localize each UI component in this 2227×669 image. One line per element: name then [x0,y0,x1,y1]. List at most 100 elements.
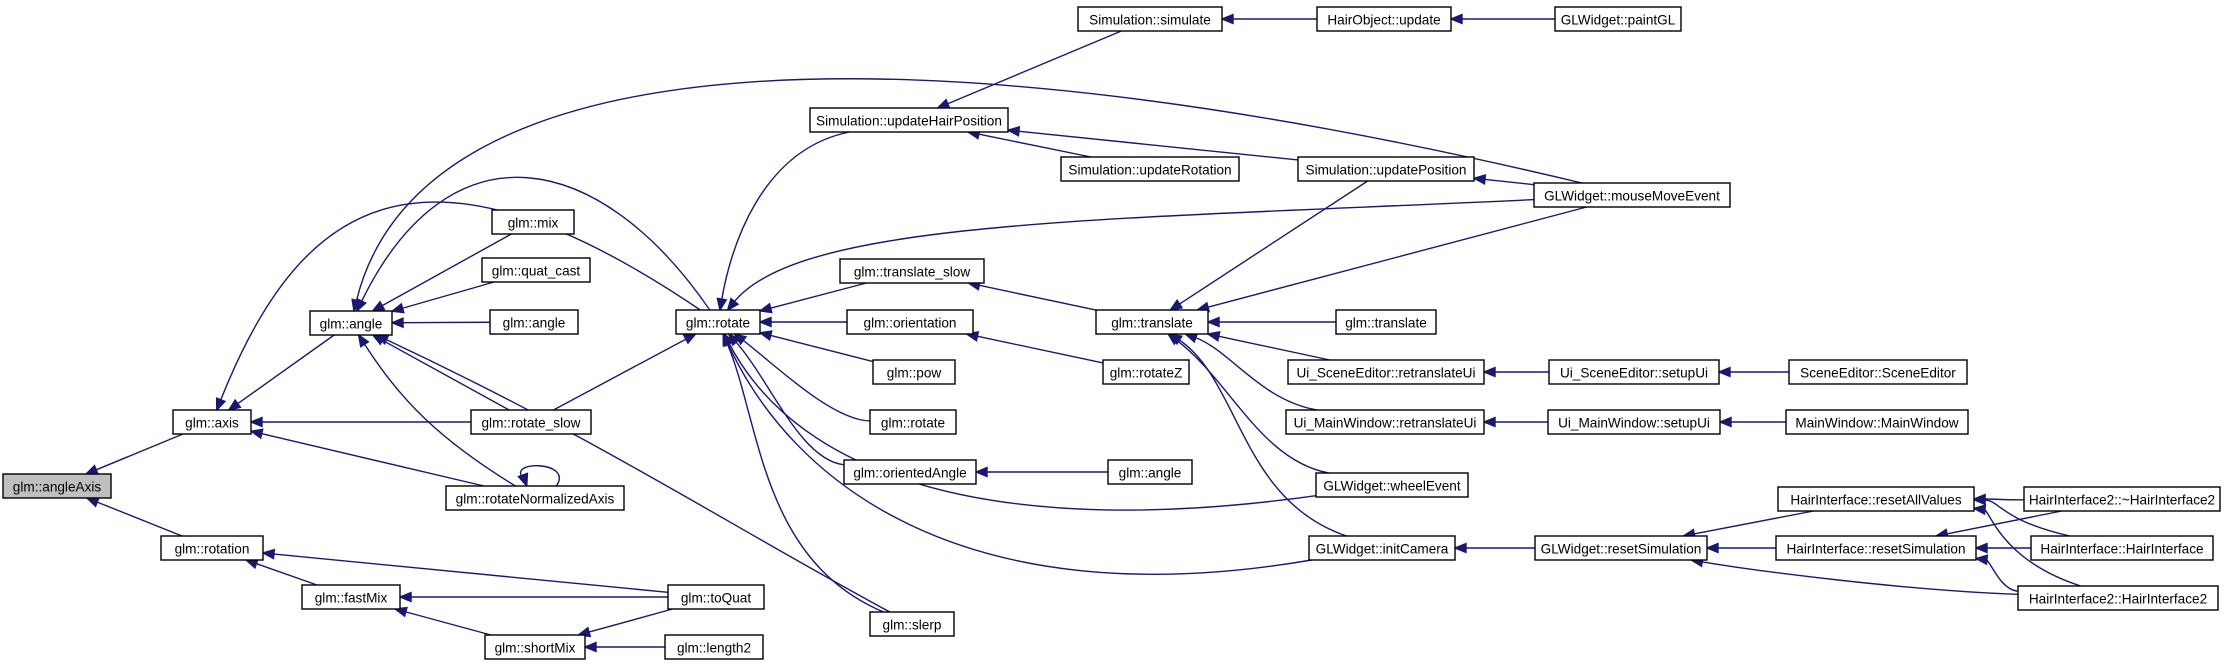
edge-line [728,342,1317,511]
node-hiresetall[interactable]: HairInterface::resetAllValues [1777,486,1975,512]
node-mousemoveevent[interactable]: GLWidget::mouseMoveEvent [1533,182,1731,208]
edge-n_rotate_slow-to-n_rotate [553,333,698,411]
edge-line [272,553,669,594]
node-hairobjupdate[interactable]: HairObject::update [1316,6,1452,32]
node-initcamera[interactable]: GLWidget::initCamera [1308,535,1456,561]
node-mainwindow[interactable]: MainWindow::MainWindow [1785,409,1969,435]
edge-n_rotate-to-n_axis [215,201,701,412]
node-pow[interactable]: glm::pow [872,359,956,385]
node-wheelevent[interactable]: GLWidget::wheelEvent [1315,472,1469,498]
node-rotate2[interactable]: glm::rotate [869,409,957,435]
node-box [470,409,592,435]
edge-n_rotNormAxis-to-n_axis [249,428,485,487]
node-rotate[interactable]: glm::rotate [675,309,761,335]
edge-line [385,338,891,613]
node-sceneeditor[interactable]: SceneEditor::SceneEditor [1788,359,1968,385]
node-label: glm::translate [1111,316,1193,331]
edge-n_hi2Dtor-to-n_hiResetSim [1934,510,2062,540]
edge-n_resetSimulation-to-n_initCamera [1453,542,1535,554]
edge-n_length2-to-n_shortMix [583,641,665,653]
edge-n_rotate_slow-to-n_angle1 [371,334,510,411]
edge-arrowhead [398,591,412,603]
node-updateposition[interactable]: Simulation::updatePosition [1297,156,1475,182]
edge-arrowhead [357,333,370,348]
edge-n_wheelEvent-to-n_rotate [723,332,1317,511]
node-label: SceneEditor::SceneEditor [1800,366,1956,381]
edge-line [733,198,1535,303]
node-rotatez[interactable]: glm::rotateZ [1102,359,1190,385]
node-hi2dtor[interactable]: HairInterface2::~HairInterface2 [2023,486,2221,512]
edge-arrowhead [517,472,529,488]
node-angleaxis[interactable]: glm::angleAxis [2,473,112,499]
edge-arrowhead [249,428,264,440]
node-mwsetupui[interactable]: Ui_MainWindow::setupUi [1547,409,1721,435]
node-length2[interactable]: glm::length2 [664,634,764,660]
node-label: glm::orientedAngle [853,466,966,481]
node-box [2030,535,2214,561]
node-sesetupui[interactable]: Ui_SceneEditor::setupUi [1548,359,1720,385]
edge-n_hiCtor-to-n_hiResetAll [1972,494,2070,537]
node-box [445,485,625,511]
node-box [1547,409,1721,435]
node-box [869,611,955,637]
node-translate_slow[interactable]: glm::translate_slow [839,258,985,284]
node-rotation[interactable]: glm::rotation [160,535,264,561]
edge-line [1983,498,2025,501]
edge-line [95,433,184,471]
node-toquat[interactable]: glm::toQuat [667,584,765,610]
node-simulate[interactable]: Simulation::simulate [1077,6,1223,32]
node-label: GLWidget::resetSimulation [1541,542,1702,557]
node-orientedangle[interactable]: glm::orientedAngle [843,459,977,485]
node-angle2[interactable]: glm::angle [489,309,579,335]
edge-arrowhead [390,302,405,314]
node-updaterotation[interactable]: Simulation::updateRotation [1060,156,1240,182]
node-fastmix[interactable]: glm::fastMix [301,584,401,610]
node-translate[interactable]: glm::translate [1095,309,1209,335]
node-hi2ctor[interactable]: HairInterface2::HairInterface2 [2017,585,2219,611]
node-seretranslate[interactable]: Ui_SceneEditor::retranslateUi [1287,359,1485,385]
node-updatehairposition[interactable]: Simulation::updateHairPosition [809,107,1009,133]
edge-n_hiCtor-to-n_hiResetSim [1974,542,2031,554]
node-box [1533,182,1731,208]
node-box [843,459,977,485]
node-paintgl[interactable]: GLWidget::paintGL [1554,6,1682,32]
node-hictor[interactable]: HairInterface::HairInterface [2030,535,2214,561]
node-rotnormaxis[interactable]: glm::rotateNormalizedAxis [445,485,625,511]
node-angle1[interactable]: glm::angle [309,310,393,336]
edge-arrowhead [758,302,773,314]
edge-line [1017,130,1299,161]
node-mix[interactable]: glm::mix [491,209,575,235]
edge-n_translate_slow-to-n_rotate [758,282,867,314]
node-orientation[interactable]: glm::orientation [846,309,974,335]
edge-line [977,133,1092,158]
edge-line [1217,335,1330,361]
node-resetsimulation[interactable]: GLWidget::resetSimulation [1534,535,1708,561]
node-label: HairObject::update [1327,13,1440,28]
node-quat_cast[interactable]: glm::quat_cast [481,257,591,283]
edge-arrowhead [215,397,227,412]
edge-line [219,201,701,401]
edge-n_updatePosition-to-n_translate [1168,180,1369,312]
edge-n_pow-to-n_rotate [758,330,874,363]
node-label: glm::slerp [883,618,942,633]
node-label: MainWindow::MainWindow [1795,416,1958,431]
edge-n_updatePosition-to-n_updateHairPosition [1006,125,1299,161]
node-angle3[interactable]: glm::angle [1107,459,1193,485]
node-label: HairInterface2::HairInterface2 [2029,592,2207,607]
node-translate2[interactable]: glm::translate [1335,309,1437,335]
node-mwretranslate[interactable]: Ui_MainWindow::retranslateUi [1285,409,1485,435]
edge-line [96,501,183,537]
edge-line [1175,339,1329,474]
node-rotate_slow[interactable]: glm::rotate_slow [470,409,592,435]
node-slerp[interactable]: glm::slerp [869,611,955,637]
node-shortmix[interactable]: glm::shortMix [484,634,586,660]
node-axis[interactable]: glm::axis [172,409,252,435]
node-box [1077,6,1223,32]
edge-line [946,30,1122,105]
node-box [2,473,112,499]
edge-arrowhead [726,297,740,312]
edge-line [1983,508,2081,587]
edge-arrowhead [1974,542,1988,554]
node-hiresetsim[interactable]: HairInterface::resetSimulation [1775,535,1977,561]
node-label: glm::quat_cast [492,264,581,279]
